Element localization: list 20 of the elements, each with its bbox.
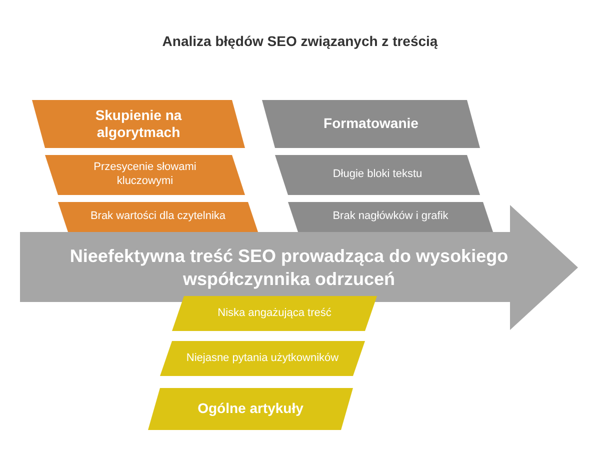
cause-label: Przesycenie słowami kluczowymi	[92, 161, 198, 189]
cause-box	[58, 202, 258, 232]
category-heading: Formatowanie	[322, 115, 420, 133]
cause-box	[275, 155, 480, 195]
cause-label: Niska angażująca treść	[216, 306, 332, 320]
cause-box	[288, 202, 493, 232]
diagram-title: Analiza błędów SEO związanych z treścią	[162, 33, 438, 49]
category-heading: Ogólne artykuły	[196, 400, 304, 418]
cause-box	[45, 155, 245, 195]
category-heading: Skupienie na algorytmach	[94, 106, 183, 142]
cause-label: Długie bloki tekstu	[332, 168, 424, 182]
category-box	[262, 100, 480, 148]
cause-box	[172, 296, 377, 331]
category-box	[148, 388, 353, 430]
cause-label: Niejasne pytania użytkowników	[185, 352, 340, 366]
cause-label: Brak nagłówków i grafik	[332, 210, 450, 224]
effect-label: Nieefektywna treść SEO prowadząca do wysokiego współczynnika odrzuceń	[69, 245, 509, 290]
category-box	[32, 100, 245, 148]
cause-box	[160, 341, 365, 376]
cause-label: Brak wartości dla czytelnika	[89, 210, 227, 224]
